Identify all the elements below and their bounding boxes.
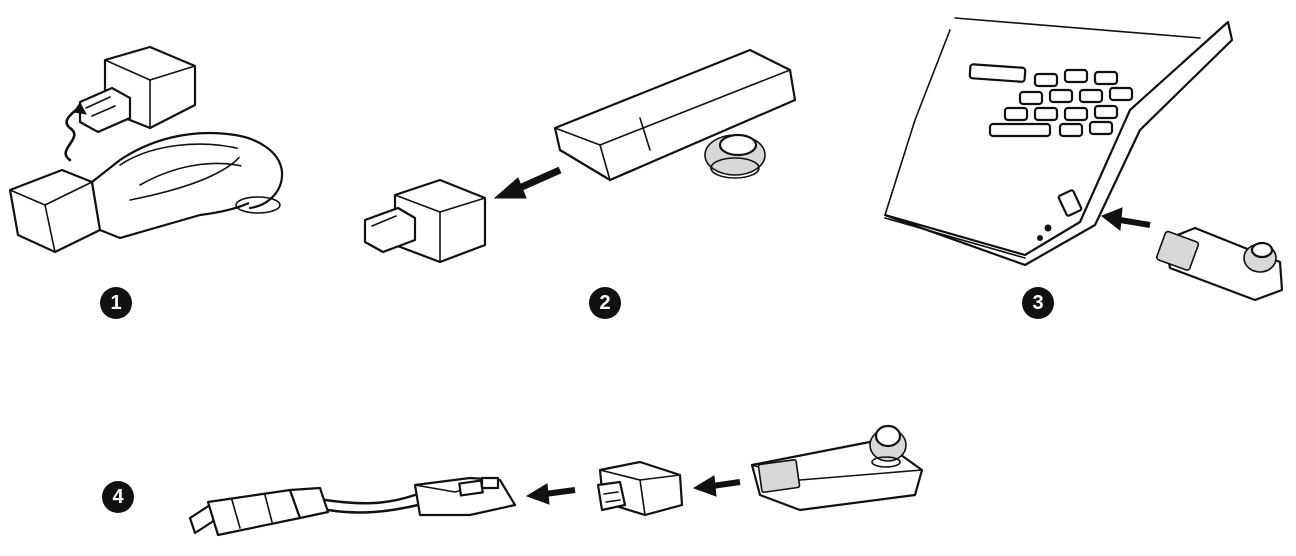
headset-icon <box>553 48 797 182</box>
step-3-illustration <box>883 17 1284 302</box>
headset-icon <box>8 131 284 254</box>
step-2-illustration <box>363 48 797 264</box>
usb-adapter-icon <box>78 45 197 134</box>
arrow-left-icon <box>525 483 576 505</box>
step-3-badge: 3 <box>1022 287 1054 319</box>
arrow-left-icon <box>1101 207 1151 231</box>
usb-adapter-icon <box>363 178 487 264</box>
headset-icon <box>750 424 924 512</box>
step-1-badge: 1 <box>100 287 132 319</box>
headset-icon <box>1156 226 1284 302</box>
step-4-illustration <box>188 424 924 537</box>
step-4-badge: 4 <box>102 481 134 513</box>
usb-cable-icon <box>188 476 517 537</box>
step-2-badge: 2 <box>589 287 621 319</box>
step-1-illustration <box>8 45 284 254</box>
laptop-icon <box>883 17 1234 267</box>
arrow-left-icon <box>692 475 741 497</box>
arrow-left-icon <box>493 166 562 199</box>
usb-adapter-icon <box>596 460 684 517</box>
